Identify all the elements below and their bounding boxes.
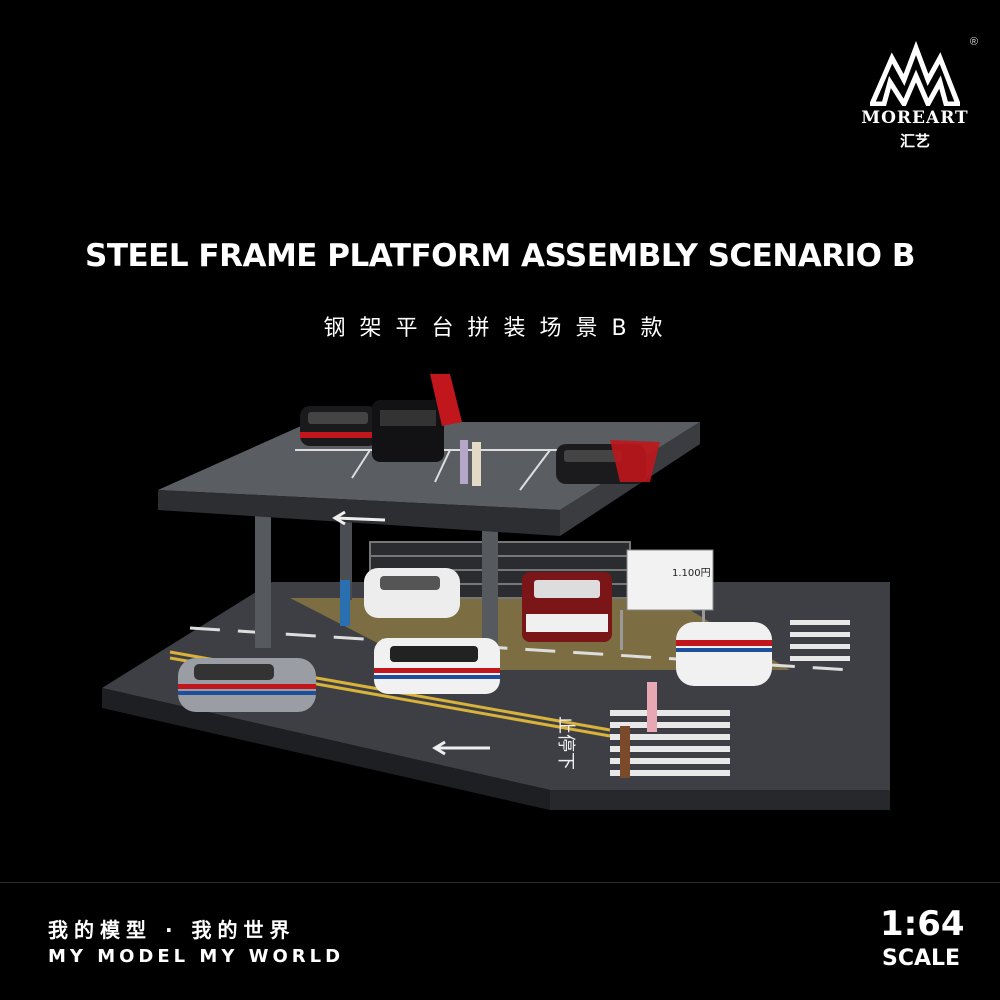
car-black-red-coupe-upper — [556, 440, 660, 484]
diorama-illustration: 1.100円 止停下 — [102, 374, 890, 810]
road-marking-text: 止停下 — [555, 716, 576, 770]
figure-blue-person — [340, 580, 350, 626]
registered-mark: ® — [969, 36, 978, 48]
moreart-m-icon — [870, 40, 960, 106]
car-black-van-upper — [372, 374, 462, 462]
figure-pink-person — [647, 682, 657, 732]
diorama-scene: 1.100円 止停下 — [90, 370, 950, 820]
scale-ratio: 1:64 — [880, 904, 965, 944]
upper-platform-top — [158, 422, 700, 510]
page-subtitle: 钢架平台拼装场景B款 — [323, 316, 677, 341]
scale-label: SCALE — [882, 946, 961, 971]
figure-couple-upper — [460, 440, 481, 486]
car-white-martini-911-lower — [676, 622, 772, 686]
car-silver-911-road — [178, 658, 316, 712]
brand-name: MOREART — [861, 108, 969, 128]
figure-brown-person — [620, 726, 630, 778]
footer-divider — [0, 882, 1000, 883]
support-column-2 — [482, 520, 498, 670]
slogan-cn: 我的模型 · 我的世界 — [48, 918, 296, 942]
parking-price-text: 1.100円 — [672, 568, 711, 579]
base-slab-front — [102, 688, 550, 810]
car-mini-martini-road — [374, 638, 500, 694]
brand-name-cn: 汇艺 — [899, 132, 930, 150]
crosswalk — [610, 620, 850, 776]
upper-arrow — [332, 510, 386, 526]
slogan-en: MY MODEL MY WORLD — [48, 946, 345, 967]
car-white-coupe-lower — [364, 568, 460, 618]
road-arrow — [432, 740, 490, 756]
car-black-suv-upper — [300, 406, 378, 446]
page-title: STEEL FRAME PLATFORM ASSEMBLY SCENARIO B — [85, 238, 915, 274]
brand-logo: ® MOREART 汇艺 — [840, 36, 990, 150]
upper-platform-front — [158, 490, 560, 536]
base-slab-side — [550, 790, 890, 810]
support-column — [255, 498, 271, 648]
car-red-fj-lower — [522, 572, 612, 642]
